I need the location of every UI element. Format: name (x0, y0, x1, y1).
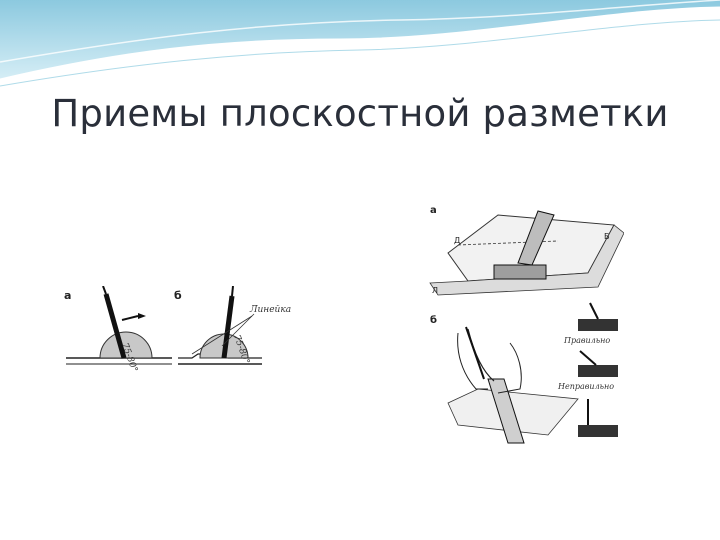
incorrect-label: Неправильно (557, 382, 614, 391)
panel-a-label: а (64, 289, 71, 302)
point-label-b: Б (604, 232, 610, 241)
correct-label: Правильно (563, 336, 610, 345)
point-label-d: Д (454, 236, 460, 245)
ruler-annotation: Линейка (249, 305, 291, 315)
right-panel-b-label: б (430, 314, 437, 326)
header-wave-decoration (0, 0, 720, 87)
slide-title: Приемы плоскостной разметки (51, 92, 669, 135)
point-label-l: Л (432, 286, 438, 295)
scribing-technique-figure: а 75-80° б Линейка 75-80° (62, 286, 292, 374)
right-panel-a-label: а (430, 205, 437, 216)
square-marking-figure: а Д Л Б б Правильно Неправильно (428, 203, 624, 447)
panel-b-label: б (174, 289, 182, 302)
